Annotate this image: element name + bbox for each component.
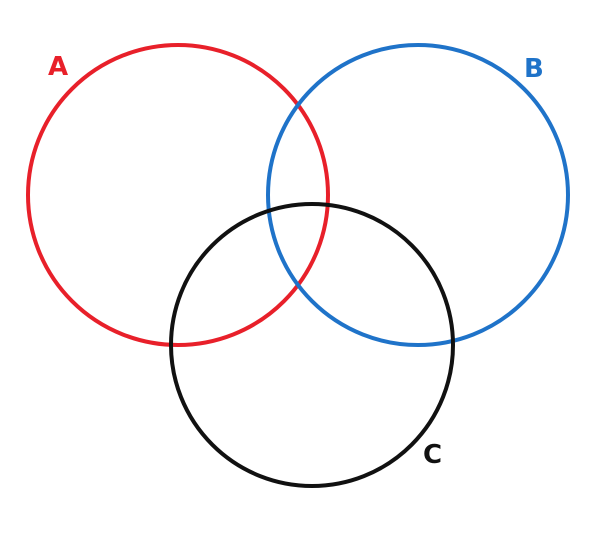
set-c-circle [169,202,455,488]
set-b-label: B [524,54,544,84]
set-a-label: A [48,52,68,82]
set-a-circle [26,43,330,347]
set-b-circle [266,43,570,347]
set-c-label: C [423,440,442,470]
